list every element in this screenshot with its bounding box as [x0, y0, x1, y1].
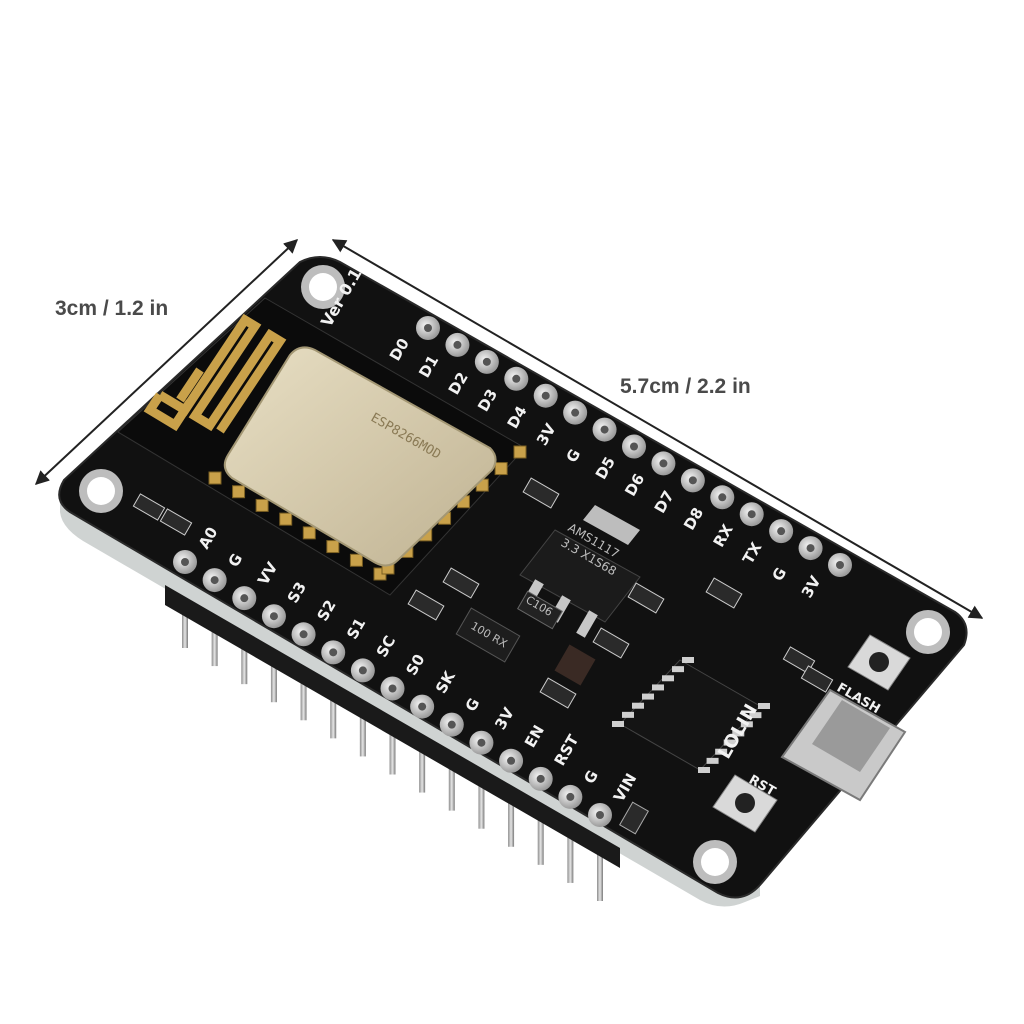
- bottom-pin-pads: [173, 550, 612, 827]
- header-pin: [211, 610, 218, 667]
- module-pad: [279, 512, 293, 526]
- pin-hole: [630, 442, 638, 451]
- ic-pin: [749, 712, 762, 719]
- pin-hole: [571, 408, 580, 417]
- pin-hole: [566, 792, 575, 801]
- ic-pin: [682, 657, 694, 663]
- pin-hole: [659, 459, 668, 468]
- ic-pin: [706, 757, 719, 764]
- pin-hole: [718, 493, 727, 502]
- header-pin: [419, 736, 426, 793]
- module-pad: [208, 471, 222, 485]
- header-pin: [389, 718, 396, 775]
- header-pin: [241, 628, 248, 685]
- ic-pin: [672, 666, 684, 673]
- pin-hole: [477, 738, 486, 747]
- pin-hole: [181, 558, 189, 566]
- top-pin-pads: [416, 316, 852, 577]
- rf-shield: [223, 346, 497, 567]
- pin-hole: [240, 594, 249, 603]
- header-pin: [508, 790, 515, 847]
- ic-pin: [740, 721, 753, 728]
- pin-hole: [600, 425, 609, 434]
- module-pad: [255, 498, 269, 512]
- pin-hole: [777, 527, 786, 536]
- ic-pin: [652, 684, 664, 691]
- pin-hole: [299, 630, 308, 639]
- reset-button[interactable]: [712, 774, 778, 833]
- header-pin: [567, 826, 574, 883]
- ic-pin: [622, 711, 634, 718]
- pin-hole: [388, 684, 397, 693]
- header-pin: [478, 772, 485, 829]
- pin-hole: [512, 374, 521, 383]
- ic-pin: [723, 739, 736, 746]
- pin-hole: [453, 340, 462, 349]
- header-pin: [537, 808, 544, 865]
- header-pin: [597, 845, 603, 901]
- ic-pin: [732, 730, 745, 737]
- module-pad: [513, 445, 527, 459]
- header-pin: [182, 592, 188, 648]
- usb-serial-chip: [612, 657, 770, 773]
- pin-hole: [747, 510, 756, 519]
- module-pad: [232, 485, 246, 499]
- pin-hole: [836, 561, 844, 569]
- pin-hole: [688, 476, 697, 485]
- header-pins: [182, 592, 603, 901]
- pin-hole: [358, 666, 367, 675]
- ic-pin: [632, 702, 644, 709]
- pin-hole: [424, 324, 432, 332]
- pin-hole: [806, 544, 815, 553]
- module-pad: [494, 462, 508, 476]
- header-pin: [270, 646, 277, 703]
- module-pad: [349, 553, 363, 567]
- pin-hole: [269, 612, 278, 621]
- micro-usb-port[interactable]: [780, 688, 907, 802]
- header-pin: [330, 682, 337, 739]
- ic-pin: [662, 675, 674, 682]
- module-pad: [302, 526, 316, 540]
- flash-button[interactable]: [847, 634, 911, 691]
- ic-pin: [612, 721, 624, 727]
- header-pin: [300, 664, 307, 721]
- ic-pin: [758, 703, 770, 709]
- ic-pin: [642, 693, 654, 700]
- mounting-holes: [79, 265, 950, 884]
- width-dimension-arrow: [34, 239, 299, 485]
- pin-hole: [596, 811, 604, 819]
- pin-hole: [482, 357, 491, 366]
- pin-hole: [536, 774, 545, 783]
- pin-hole: [210, 576, 219, 585]
- ic-pin: [698, 767, 710, 773]
- pin-hole: [418, 702, 427, 711]
- smd-components: C106 100 RX: [132, 477, 834, 835]
- header-strip: [165, 585, 620, 868]
- header-pin: [448, 754, 455, 811]
- ic-pin: [715, 748, 728, 755]
- antenna-trace: [143, 313, 287, 434]
- header-pin: [359, 700, 366, 757]
- pin-hole: [447, 720, 456, 729]
- pin-hole: [329, 648, 338, 657]
- pin-hole: [541, 391, 550, 400]
- pin-hole: [507, 756, 516, 765]
- length-dimension-arrow: [331, 239, 984, 619]
- module-pad: [326, 540, 340, 554]
